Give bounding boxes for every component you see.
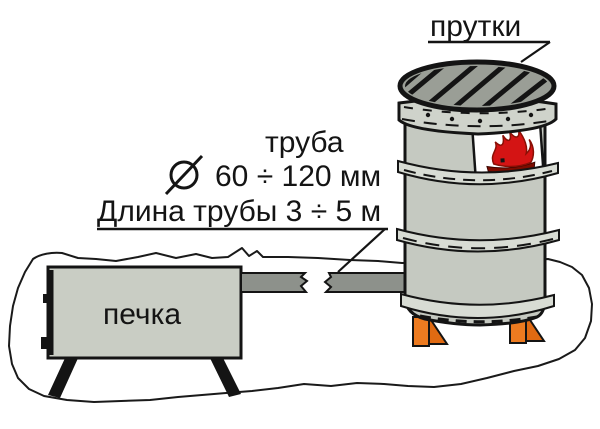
barrel-bottom-rim: [400, 292, 555, 319]
stove-hinge-upper: [43, 294, 49, 303]
barrel: [396, 59, 560, 327]
barrel-bottom-dashes: [419, 314, 538, 324]
stove-hinge: [41, 337, 49, 349]
collar-dash-bottom: [401, 118, 556, 128]
length-leader-line: [337, 228, 386, 273]
stove-leg-left: [48, 356, 79, 398]
rods-callout: прутки: [428, 10, 551, 63]
rods-leader-line: [520, 41, 551, 63]
flame-ember: [500, 158, 505, 163]
diameter-icon: [164, 154, 204, 196]
pipe-segment-left: [240, 272, 309, 293]
barrel-hoop-lower-detail: [402, 237, 554, 250]
stove-label: печка: [103, 298, 181, 331]
pipe-length-label: Длина трубы 3 ÷ 5 м: [97, 195, 381, 228]
rods-label: прутки: [430, 10, 521, 43]
barrel-hoop-upper: [397, 159, 559, 186]
pipe-title-label: труба: [265, 126, 344, 159]
collar-rivets: [425, 112, 534, 124]
stove-body: [46, 265, 243, 360]
pipe: [240, 272, 419, 293]
stove: печка: [41, 265, 243, 398]
pipe-callout: труба 60 ÷ 120 мм Длина трубы 3 ÷ 5 м: [97, 126, 388, 273]
pipe-diameter-label: 60 ÷ 120 мм: [215, 160, 381, 193]
support-block-left: [412, 316, 430, 347]
stove-leg-right: [209, 356, 241, 397]
